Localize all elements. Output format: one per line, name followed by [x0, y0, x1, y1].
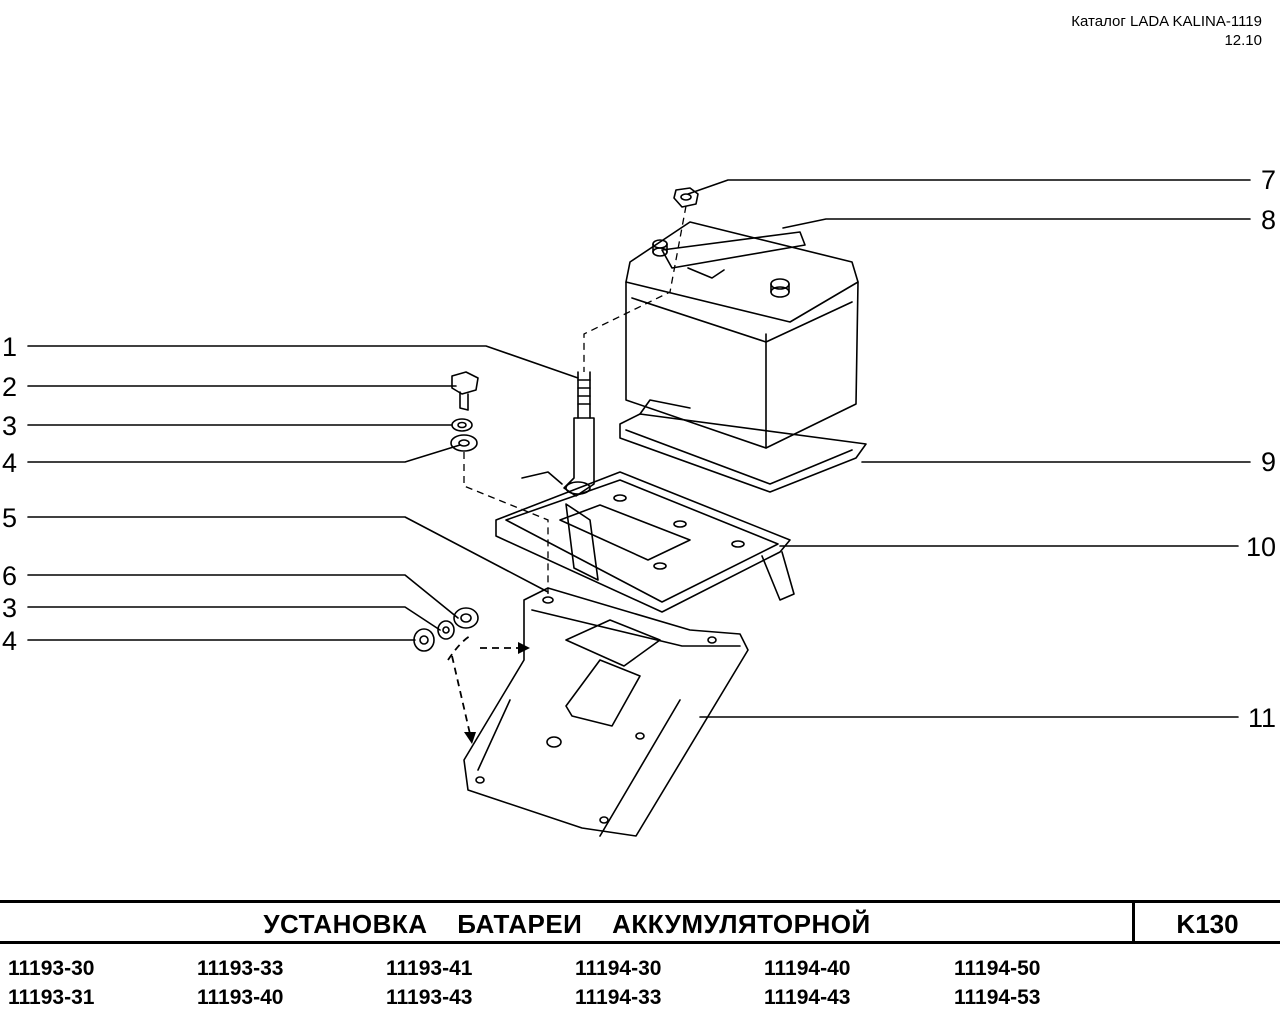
callout-1: 1 — [2, 332, 18, 362]
nut-6-drawing — [453, 607, 479, 629]
washer-3a-drawing — [451, 418, 473, 432]
leader-4a — [27, 444, 461, 463]
model-code: 11194-40 — [764, 957, 851, 980]
model-code: 11194-30 — [575, 957, 662, 980]
model-code: 11193-31 — [8, 986, 95, 1009]
callout-10: 10 — [1245, 532, 1276, 562]
model-code: 11193-43 — [386, 986, 473, 1009]
catalog-header: Каталог LADA KALINA-1119 12.10 — [1071, 12, 1262, 50]
leader-8 — [782, 218, 1251, 229]
bracket-11-drawing — [463, 587, 749, 837]
model-code: 11193-40 — [197, 986, 284, 1009]
washer-4a-drawing — [450, 434, 478, 452]
model-code: 11193-30 — [8, 957, 95, 980]
washer-4b-drawing — [413, 628, 435, 652]
model-code: 11194-33 — [575, 986, 662, 1009]
leader-5 — [27, 516, 549, 593]
callout-5: 5 — [2, 503, 18, 533]
callout-4b: 4 — [2, 626, 18, 656]
callout-2: 2 — [2, 372, 18, 402]
model-code: 11194-43 — [764, 986, 851, 1009]
washer-3b-drawing — [437, 620, 455, 640]
leader-6 — [27, 574, 459, 619]
support-tray-10-drawing — [495, 471, 795, 613]
catalog-title: Каталог LADA KALINA-1119 — [1071, 13, 1262, 30]
stud-1-drawing — [563, 371, 595, 497]
title-divider — [1132, 903, 1135, 941]
leader-7 — [687, 179, 1251, 195]
callout-8: 8 — [1260, 205, 1276, 235]
callout-3b: 3 — [2, 593, 18, 623]
callout-7: 7 — [1260, 165, 1276, 195]
leader-1 — [27, 345, 579, 379]
battery-assembly-diagram — [27, 179, 1251, 837]
catalog-date: 12.10 — [1224, 32, 1262, 49]
leader-3b — [27, 606, 441, 631]
bolt-2-drawing — [451, 371, 479, 411]
model-code: 11194-53 — [954, 986, 1041, 1009]
page-title: УСТАНОВКА БАТАРЕИ АККУМУЛЯТОРНОЙ — [263, 909, 871, 939]
battery-drawing — [619, 221, 867, 493]
page-code: K130 — [1176, 909, 1239, 939]
model-code: 11194-50 — [954, 957, 1041, 980]
model-code: 11193-41 — [386, 957, 473, 980]
callout-9: 9 — [1260, 447, 1276, 477]
callout-11: 11 — [1247, 703, 1276, 733]
title-bar: УСТАНОВКА БАТАРЕИ АККУМУЛЯТОРНОЙ K130 — [0, 900, 1280, 944]
nut-7-drawing — [673, 187, 699, 208]
callout-3a: 3 — [2, 411, 18, 441]
model-code: 11193-33 — [197, 957, 284, 980]
callout-6: 6 — [2, 561, 18, 591]
callout-4a: 4 — [2, 448, 18, 478]
